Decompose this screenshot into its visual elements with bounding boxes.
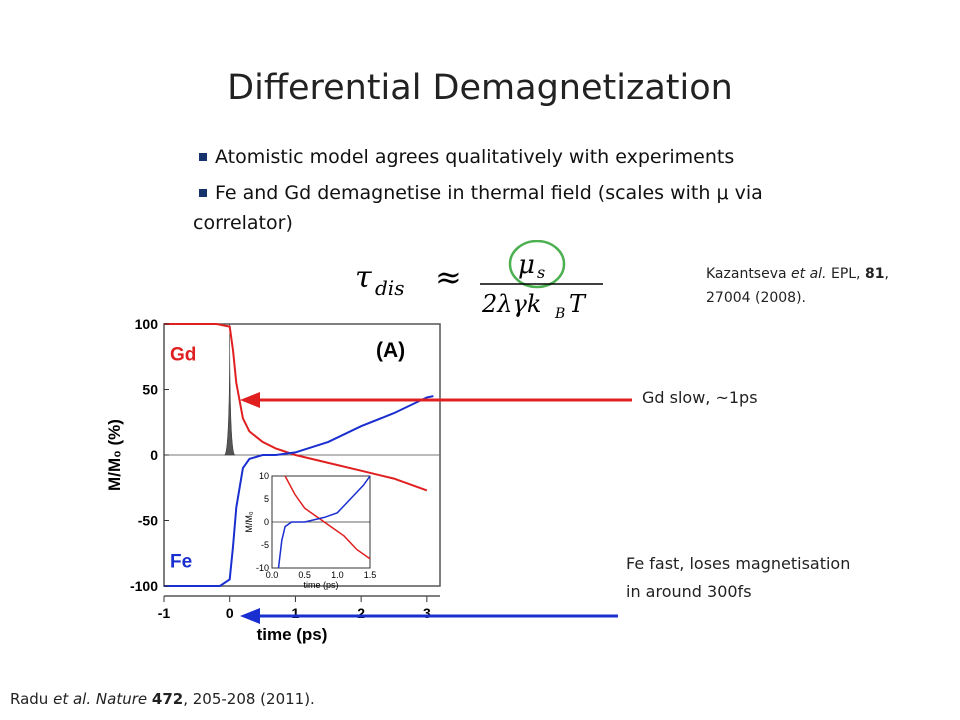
equation: τ dis ≈ μ s 2λγk B T — [355, 240, 603, 320]
y-tick-label: 50 — [142, 382, 158, 398]
y-tick-label: 0 — [150, 447, 158, 463]
series-gd-line — [164, 323, 428, 492]
equation-numerator-sub: s — [537, 263, 545, 282]
arrow-fe — [240, 608, 618, 624]
inset-y-tick-label: 5 — [264, 494, 269, 504]
y-tick-label: -100 — [130, 578, 158, 594]
panel-label: (A) — [376, 339, 405, 362]
inset-x-tick-label: 0.5 — [298, 570, 311, 580]
equation-circle-highlight — [508, 240, 566, 289]
equation-denominator-tail: T — [569, 290, 587, 318]
bullet-list: Atomistic model agrees qualitatively wit… — [193, 142, 853, 244]
inset-x-tick-label: 1.0 — [331, 570, 344, 580]
series-label-fe: Fe — [170, 552, 192, 573]
laser-pulse — [224, 323, 236, 456]
inset-fe-line — [277, 475, 371, 569]
inset-x-tick-label: 0.0 — [266, 570, 279, 580]
x-tick-label: 0 — [226, 605, 234, 621]
equation-numerator: μ — [518, 250, 535, 280]
inset-y-tick-label: -10 — [256, 563, 269, 573]
inset-y-axis-label: M/M₀ — [244, 511, 254, 532]
bullet-item: Fe and Gd demagnetise in thermal field (… — [193, 182, 763, 234]
note-fe: Fe fast, loses magnetisation in around 3… — [626, 554, 851, 601]
bullet-square-icon — [199, 152, 207, 161]
equation-lhs-sub: dis — [375, 276, 404, 300]
x-axis-label: time (ps) — [257, 625, 328, 644]
x-tick-label: -1 — [158, 605, 171, 621]
x-tick-label: 3 — [423, 605, 431, 621]
equation-denominator-sub: B — [554, 306, 565, 320]
equation-lhs: τ — [355, 260, 372, 295]
y-tick-label: 100 — [135, 316, 159, 332]
footer-citation: Radu et al. Nature 472, 205-208 (2011). — [10, 690, 315, 708]
inset-y-tick-label: 10 — [259, 471, 269, 481]
inset-x-tick-label: 1.5 — [364, 570, 377, 580]
inset-y-tick-label: 0 — [264, 517, 269, 527]
inset-y-tick-label: -5 — [261, 540, 269, 550]
inset-x-axis-label: time (ps) — [303, 580, 338, 590]
bullet-item: Atomistic model agrees qualitatively wit… — [193, 142, 853, 172]
equation-approx: ≈ — [435, 258, 462, 296]
equation-denominator: 2λγk — [481, 290, 541, 318]
arrow-gd — [240, 392, 632, 408]
series-fe-line — [164, 395, 434, 587]
bullet-square-icon — [199, 188, 207, 197]
x-tick-label: 1 — [292, 605, 300, 621]
y-tick-label: -50 — [138, 513, 158, 529]
arrow-gd-head — [240, 392, 260, 408]
citation-kazantseva: Kazantseva et al. EPL, 81, 27004 (2008). — [706, 266, 889, 306]
arrow-fe-head — [240, 608, 260, 624]
x-tick-label: 2 — [357, 605, 365, 621]
series-label-gd: Gd — [170, 345, 196, 366]
y-axis-label: M/M₀ (%) — [105, 419, 124, 491]
slide-title: Differential Demagnetization — [227, 68, 733, 108]
inset-gd-line — [284, 475, 371, 560]
note-gd: Gd slow, ~1ps — [642, 388, 758, 407]
